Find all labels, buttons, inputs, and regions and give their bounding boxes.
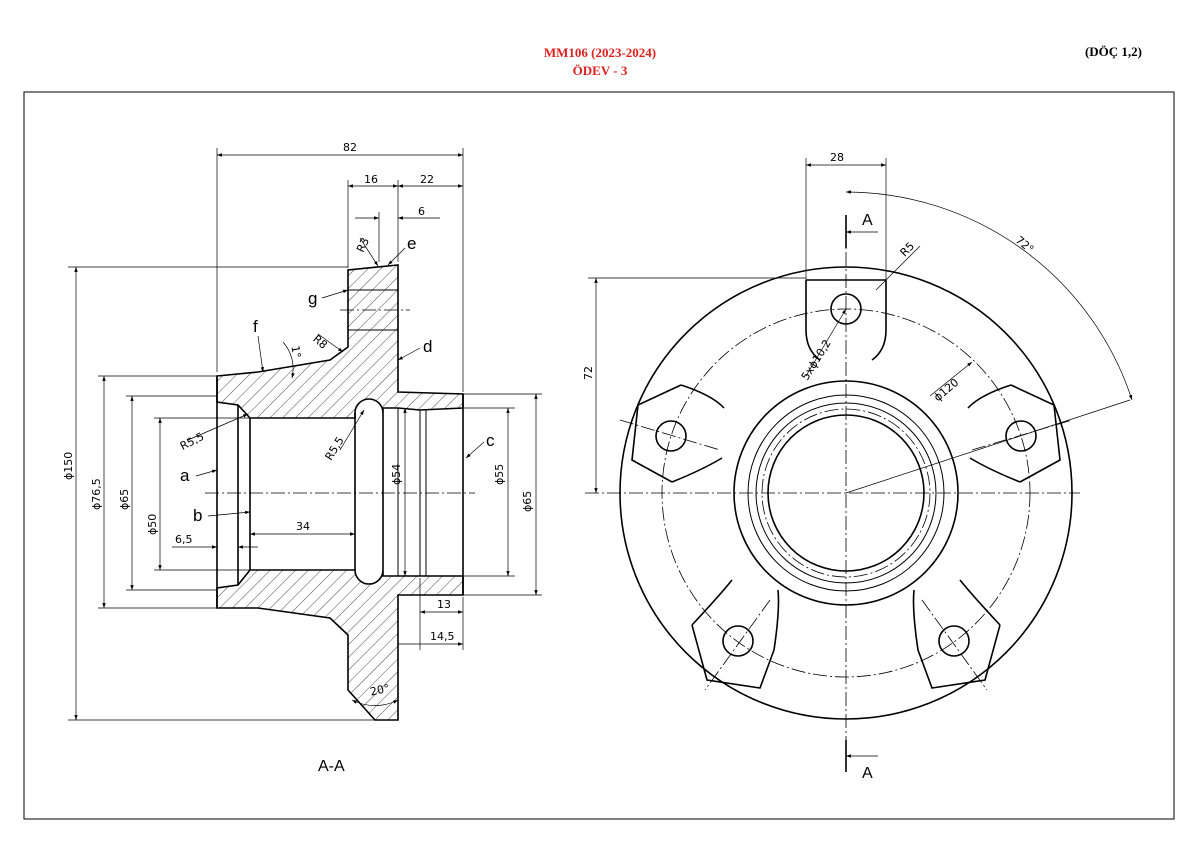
section-hatch-upper (216, 264, 464, 419)
header-block: MM106 (2023-2024) ÖDEV - 3 (0, 44, 1200, 80)
front-view: A A 28 72 72° R5 5xϕ10,2 ϕ120 (582, 151, 1133, 782)
dim-dia120: ϕ120 (931, 376, 961, 404)
label-b: b (193, 506, 202, 525)
dim-r5-5-left: R5,5 (178, 430, 206, 453)
dim-dia50: ϕ50 (146, 514, 159, 535)
dim-angle-72: 72° (1013, 234, 1036, 256)
drawing-frame (23, 91, 1175, 820)
lug-axis-lower-right (921, 599, 988, 691)
assignment-title: ÖDEV - 3 (572, 63, 628, 78)
section-title: A-A (318, 758, 345, 775)
lug-axis-lower-left (704, 599, 771, 691)
dim-6: 6 (418, 205, 425, 218)
label-e: e (407, 234, 416, 253)
bolt-hole-5 (655, 420, 687, 452)
lug-left (631, 384, 725, 483)
dim-28: 28 (830, 151, 844, 164)
page-reference: (DÖÇ 1,2) (1084, 44, 1142, 59)
dim-34: 34 (296, 520, 310, 533)
bolt-hole-2 (1005, 420, 1037, 452)
dim-6-5: 6,5 (175, 533, 193, 546)
dim-13: 13 (437, 598, 451, 611)
dim-82: 82 (343, 141, 357, 154)
dim-16: 16 (364, 173, 378, 186)
cut-label-bottom: A (862, 765, 873, 782)
lug-lower-right (912, 579, 1001, 689)
dim-14-5: 14,5 (430, 630, 455, 643)
label-a: a (180, 466, 190, 485)
dim-angle-20: 20° (369, 682, 391, 699)
bolt-hole-4 (722, 625, 754, 657)
dim-r5-5-center: R5,5 (322, 435, 346, 463)
section-hatch-lower (216, 569, 464, 721)
dim-angle-1: 1° (288, 345, 303, 360)
label-d: d (423, 337, 432, 356)
bore-circle-3 (761, 408, 931, 578)
dim-dia150: ϕ150 (62, 452, 75, 480)
dim-holes: 5xϕ10,2 (799, 337, 834, 382)
dim-r5: R5 (898, 240, 918, 260)
label-c: c (486, 431, 495, 450)
dim-dia76-5: ϕ76,5 (90, 478, 103, 510)
dim-72: 72 (582, 366, 595, 380)
lug-lower-left (691, 579, 780, 689)
dim-dia65-right: ϕ65 (521, 491, 534, 512)
dim-dia55: ϕ55 (493, 464, 506, 485)
label-f: f (253, 317, 258, 336)
bolt-hole-3 (938, 625, 970, 657)
cut-label-top: A (862, 212, 873, 229)
dim-22: 22 (420, 173, 434, 186)
dim-r3: R3 (354, 236, 372, 255)
dim-dia65-left: ϕ65 (118, 489, 131, 510)
section-view: 82 16 22 6 R3 e g R8 d f 1° ϕ1 (62, 141, 542, 775)
dim-dia54: ϕ54 (390, 464, 403, 485)
course-title: MM106 (2023-2024) (543, 45, 657, 60)
lug-right (967, 384, 1061, 483)
lug-axis-left (619, 419, 721, 451)
dim-r8: R8 (310, 332, 330, 351)
label-g: g (308, 289, 317, 308)
